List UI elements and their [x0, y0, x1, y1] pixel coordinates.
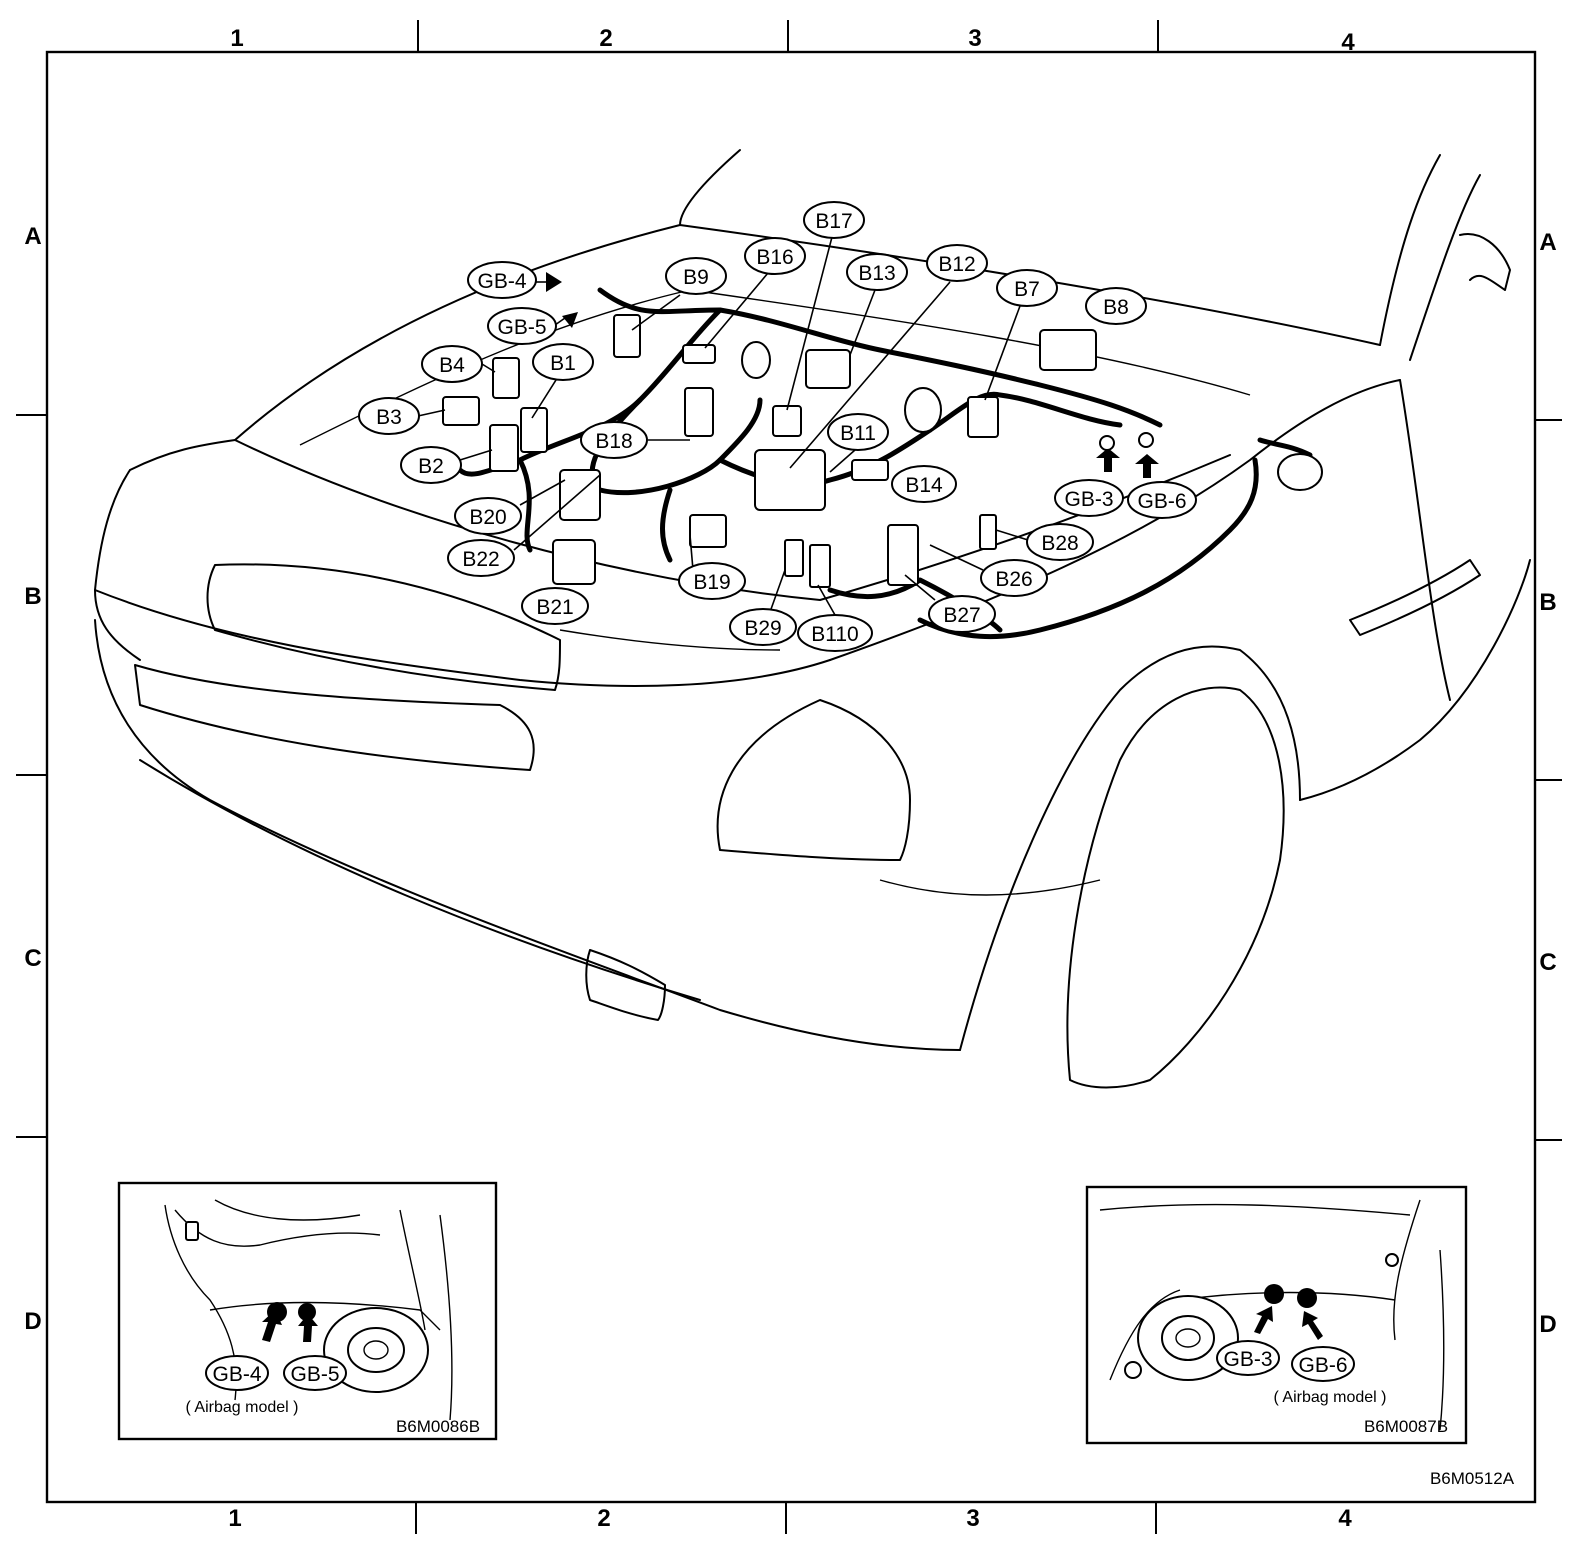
connector-label-b110: B110	[811, 623, 859, 646]
connector-label-b2: B2	[418, 455, 444, 478]
connector-label-gb5: GB-5	[497, 316, 546, 339]
connector-label-b7: B7	[1014, 278, 1040, 301]
connector-label-gb3: GB-3	[1064, 488, 1113, 511]
row-label-a-right: A	[1539, 229, 1556, 256]
inset-right-label-gb6: GB-6	[1298, 1354, 1347, 1377]
inset-left-label-gb5: GB-5	[290, 1363, 339, 1386]
connector-label-b13: B13	[858, 262, 895, 285]
inset-left-label-gb4: GB-4	[212, 1363, 261, 1386]
car-body-drawing	[94, 149, 1531, 1089]
inset-left-code: B6M0086B	[396, 1417, 480, 1436]
connector-label-b3: B3	[376, 406, 402, 429]
column-label-4-bottom: 4	[1338, 1505, 1352, 1532]
connector-label-gb4: GB-4	[477, 270, 526, 293]
connector-label-b11: B11	[840, 422, 876, 445]
row-label-c-right: C	[1539, 949, 1556, 976]
inset-right-note: ( Airbag model )	[1274, 1389, 1387, 1406]
connector-label-b12: B12	[938, 253, 975, 276]
connector-label-b9: B9	[683, 266, 709, 289]
row-label-a: A	[24, 223, 41, 250]
connector-label-gb6: GB-6	[1137, 490, 1186, 513]
connector-shapes	[442, 272, 1323, 588]
inset-right-code: B6M0087B	[1364, 1417, 1448, 1436]
column-label-2: 2	[599, 25, 612, 52]
connector-label-b17: B17	[815, 210, 852, 233]
grid-labels: 1 2 3 4 1 2 3 4 A B C D A B C D	[24, 25, 1556, 1532]
column-label-4: 4	[1341, 29, 1355, 56]
column-label-1-bottom: 1	[228, 1505, 241, 1532]
connector-label-b1: B1	[550, 352, 576, 375]
connector-label-b28: B28	[1041, 532, 1078, 555]
figure-code: B6M0512A	[1430, 1469, 1515, 1488]
connector-label-b8: B8	[1103, 296, 1129, 319]
connector-labels: GB-4 GB-5 B9 B16 B17 B13 B12 B7 B8	[358, 201, 1197, 652]
row-label-d-right: D	[1539, 1311, 1556, 1338]
connector-label-b29: B29	[744, 617, 781, 640]
diagram-frame	[16, 20, 1562, 1534]
column-label-3: 3	[968, 25, 981, 52]
inset-left: GB-4 GB-5 ( Airbag model ) B6M0086B	[117, 1181, 498, 1441]
connector-label-b20: B20	[469, 506, 506, 529]
column-label-1: 1	[230, 25, 243, 52]
inset-right-label-gb3: GB-3	[1223, 1348, 1272, 1371]
connector-label-b27: B27	[943, 604, 980, 627]
row-label-b: B	[24, 583, 41, 610]
row-label-d: D	[24, 1308, 41, 1335]
column-label-2-bottom: 2	[597, 1505, 610, 1532]
connector-label-b18: B18	[595, 430, 632, 453]
connector-label-b14: B14	[905, 474, 943, 497]
inset-right: GB-3 GB-6 ( Airbag model ) B6M0087B	[1085, 1185, 1468, 1445]
connector-label-b4: B4	[439, 354, 465, 377]
row-label-b-right: B	[1539, 589, 1556, 616]
connector-label-b26: B26	[995, 568, 1032, 591]
connector-label-b21: B21	[536, 596, 573, 619]
inset-left-note: ( Airbag model )	[186, 1399, 299, 1416]
connector-label-b22: B22	[462, 548, 499, 571]
connector-label-b19: B19	[693, 571, 730, 594]
connector-label-b16: B16	[756, 246, 793, 269]
column-label-3-bottom: 3	[966, 1505, 979, 1532]
row-label-c: C	[24, 945, 41, 972]
